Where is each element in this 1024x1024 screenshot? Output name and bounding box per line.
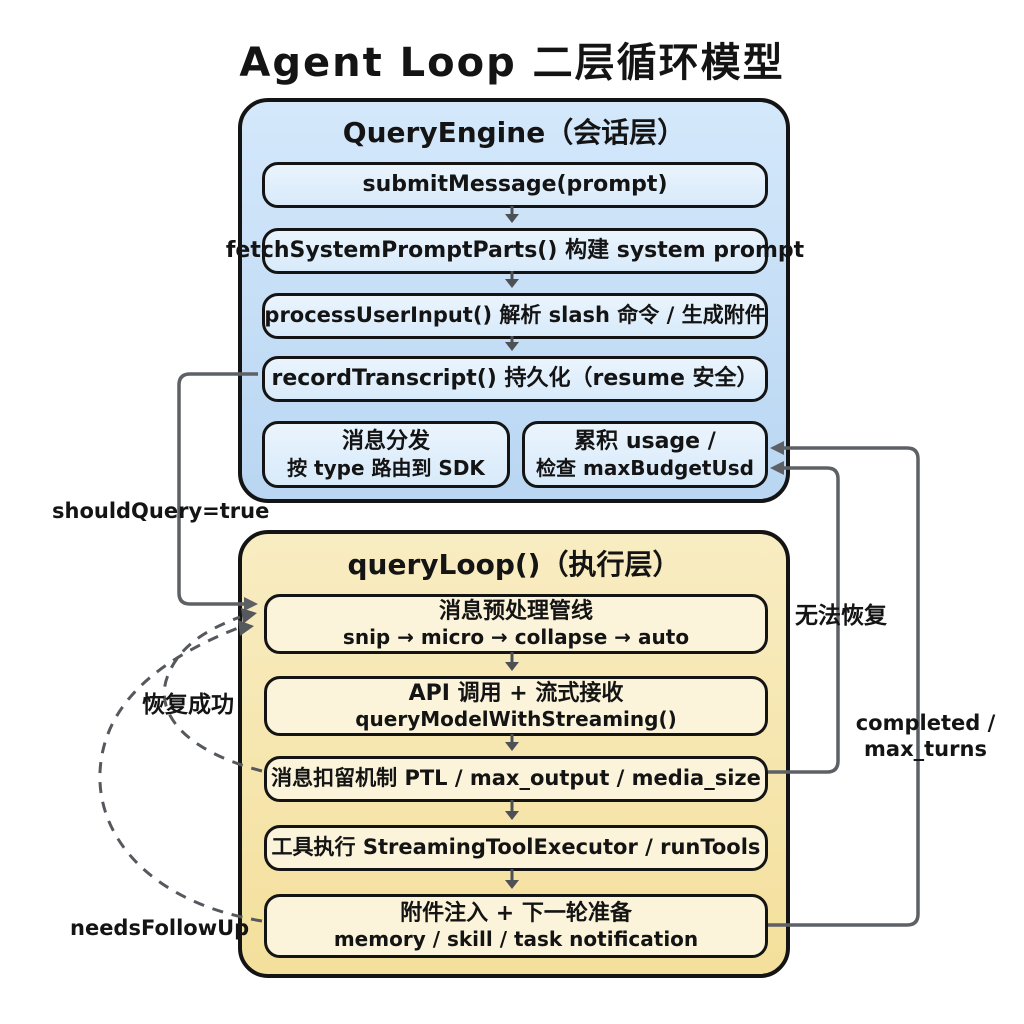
label-resume-success: 恢复成功 — [142, 692, 234, 718]
label-completed-line2: max_turns — [864, 737, 987, 762]
step-api-call-streaming: API 调用 + 流式接收 queryModelWithStreaming() — [264, 676, 768, 736]
step-label: fetchSystemPromptParts() 构建 system promp… — [225, 237, 805, 263]
node-message-dispatch: 消息分发 按 type 路由到 SDK — [262, 421, 510, 488]
step-line1: 附件注入 + 下一轮准备 — [400, 900, 632, 926]
label-completed-max-turns: completed / max_turns — [853, 710, 998, 763]
label-should-query: shouldQuery=true — [52, 499, 270, 523]
node-line1: 累积 usage / — [574, 429, 716, 455]
query-engine-panel: QueryEngine（会话层） submitMessage(prompt) f… — [226, 98, 804, 503]
query-engine-header: QueryEngine（会话层） — [342, 116, 686, 149]
step-record-transcript: recordTranscript() 持久化（resume 安全） — [262, 356, 768, 402]
step-label: submitMessage(prompt) — [362, 171, 668, 197]
connector-completed-max-turns — [768, 441, 920, 927]
label-completed-line1: completed / — [855, 711, 996, 735]
step-line2: queryModelWithStreaming() — [355, 707, 677, 732]
step-line1: 工具执行 StreamingToolExecutor / runTools — [271, 835, 761, 860]
step-attachment-inject-next-turn: 附件注入 + 下一轮准备 memory / skill / task notif… — [264, 894, 768, 958]
step-line1: API 调用 + 流式接收 — [408, 680, 624, 706]
step-fetch-system-prompt-parts: fetchSystemPromptParts() 构建 system promp… — [226, 228, 804, 274]
query-loop-panel: queryLoop()（执行层） 消息预处理管线 snip → micro → … — [238, 530, 790, 978]
query-loop-header: queryLoop()（执行层） — [347, 548, 681, 581]
step-line1: 消息预处理管线 — [438, 598, 593, 624]
step-message-withholding: 消息扣留机制 PTL / max_output / media_size — [264, 756, 768, 802]
node-usage-budget: 累积 usage / 检查 maxBudgetUsd — [522, 421, 768, 488]
step-submit-message: submitMessage(prompt) — [262, 162, 768, 208]
node-line2: 按 type 路由到 SDK — [287, 455, 485, 480]
step-line2: memory / skill / task notification — [333, 927, 699, 952]
step-label: processUserInput() 解析 slash 命令 / 生成附件 — [264, 303, 766, 328]
node-line2: 检查 maxBudgetUsd — [536, 455, 754, 480]
label-needs-follow-up: needsFollowUp — [70, 916, 250, 940]
label-unrecoverable: 无法恢复 — [795, 603, 887, 629]
diagram-title: Agent Loop 二层循环模型 — [239, 40, 785, 86]
step-line1: 消息扣留机制 PTL / max_output / media_size — [271, 766, 761, 791]
step-tool-execution: 工具执行 StreamingToolExecutor / runTools — [264, 825, 768, 871]
step-line2: snip → micro → collapse → auto — [342, 625, 690, 650]
step-label: recordTranscript() 持久化（resume 安全） — [271, 365, 759, 391]
node-line1: 消息分发 — [341, 429, 430, 455]
step-process-user-input: processUserInput() 解析 slash 命令 / 生成附件 — [262, 293, 768, 339]
step-message-preprocess-pipeline: 消息预处理管线 snip → micro → collapse → auto — [264, 594, 768, 654]
